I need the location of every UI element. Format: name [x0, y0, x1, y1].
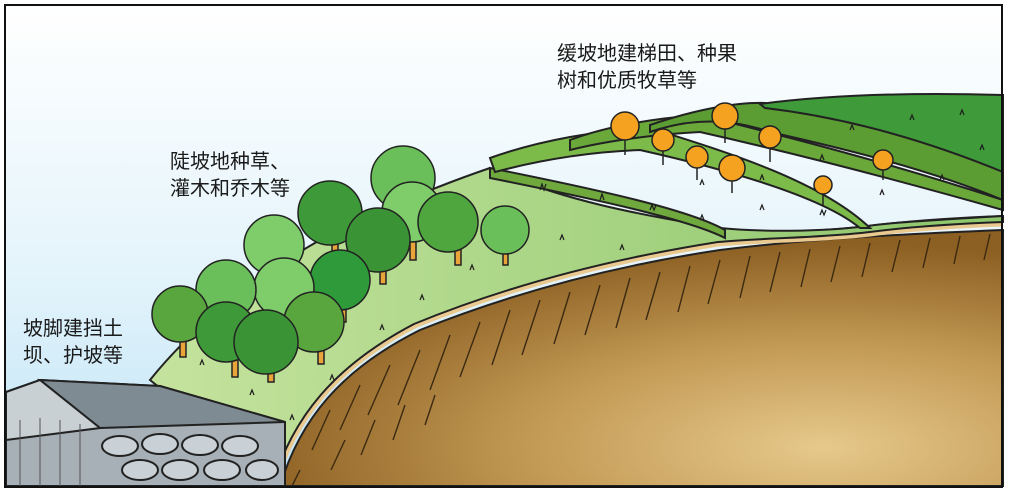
soil-cross-section: [278, 228, 1004, 487]
terraces: [488, 93, 1004, 240]
fruit-tree: [813, 175, 833, 205]
steep-slope-trees: [151, 145, 530, 383]
slope-foot-label-line1: 坡脚建挡土: [23, 316, 123, 340]
grass-tufts: [199, 108, 985, 421]
slope-foot-label: 坡脚建挡土 坝、护坡等: [23, 315, 123, 369]
fruit-tree: [872, 149, 894, 180]
fruit-tree: [711, 102, 739, 143]
fruit-tree: [685, 145, 709, 180]
tree: [233, 309, 299, 383]
tree: [417, 191, 479, 266]
fruit-tree: [758, 125, 782, 162]
steep-slope-label-line2: 灌木和乔木等: [170, 176, 290, 200]
soil-hatching: [291, 233, 991, 487]
fruit-tree: [651, 128, 675, 165]
tree: [345, 207, 411, 285]
slope-foot-label-line2: 坝、护坡等: [23, 343, 123, 367]
tree: [480, 205, 530, 266]
tree: [283, 291, 345, 365]
gentle-slope-label-line2: 树和优质牧草等: [557, 68, 697, 92]
fruit-trees: [610, 102, 894, 205]
retaining-wall: [5, 378, 286, 487]
gentle-slope-label-line1: 缓坡地建梯田、种果: [557, 41, 737, 65]
steep-slope-label-line1: 陡坡地种草、: [170, 149, 290, 173]
steep-slope-label: 陡坡地种草、 灌木和乔木等: [170, 148, 290, 202]
tree: [151, 285, 209, 358]
fruit-tree: [610, 111, 640, 155]
fruit-tree: [718, 154, 746, 193]
gentle-slope-label: 缓坡地建梯田、种果 树和优质牧草等: [557, 40, 737, 94]
tree: [297, 180, 363, 261]
